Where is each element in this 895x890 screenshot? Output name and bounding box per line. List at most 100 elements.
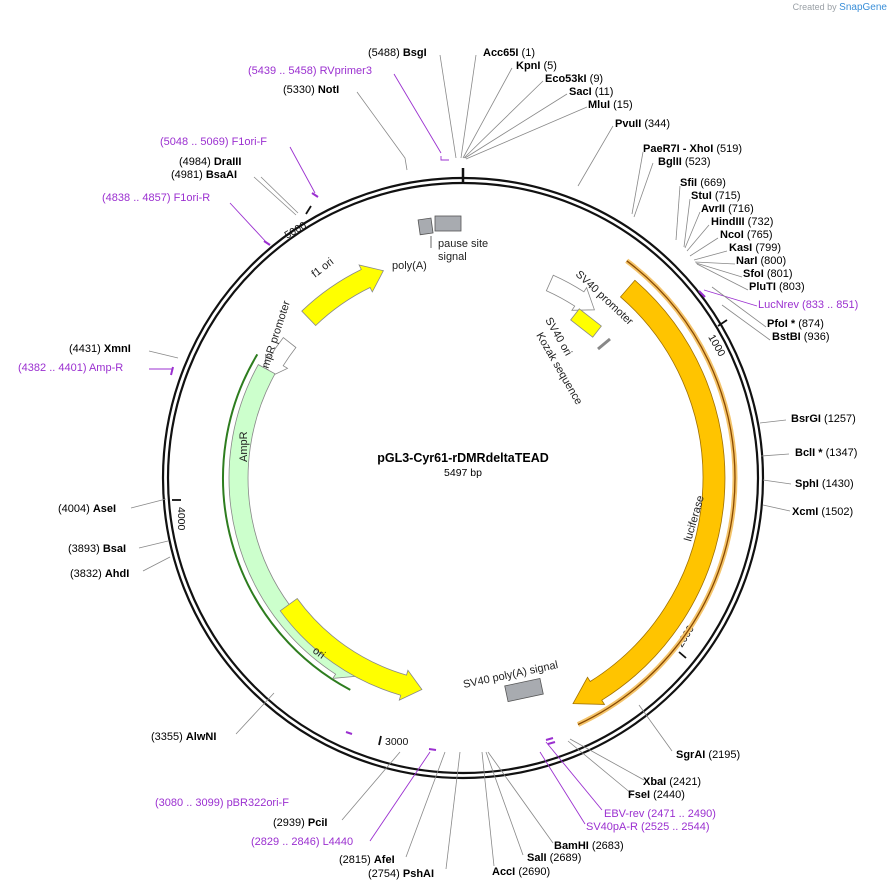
site-afei[interactable]: (2815) AfeI: [339, 854, 395, 866]
primer-mark-amp-r[interactable]: [170, 366, 174, 376]
feature-ori[interactable]: ori: [279, 597, 423, 701]
leader-afei: [405, 751, 446, 858]
leader-draiii: [260, 176, 299, 214]
leader-pfoi: [711, 286, 767, 328]
ori-arrow[interactable]: [279, 597, 423, 701]
site-bglii[interactable]: BglII (523): [658, 156, 711, 168]
site-ncoi[interactable]: NcoI (765): [720, 229, 773, 241]
leader-sali: [485, 751, 524, 856]
kozak-mark[interactable]: [597, 337, 611, 351]
primer-mark-lucnrev[interactable]: [698, 290, 706, 298]
tick-label-1000: 1000: [705, 333, 727, 359]
site-pshai[interactable]: (2754) PshAI: [368, 868, 434, 880]
site-noti[interactable]: (5330) NotI: [283, 84, 339, 96]
site-sphi[interactable]: SphI (1430): [795, 478, 854, 490]
site-acc65i[interactable]: Acc65I (1): [483, 47, 535, 59]
feature-pause-site[interactable]: poly(A) pause site signal: [392, 215, 488, 272]
site-bamhi[interactable]: BamHI (2683): [554, 840, 624, 852]
site-avrii[interactable]: AvrII (716): [701, 203, 754, 215]
luciferase-primer-line: [577, 260, 736, 726]
primer-l4440[interactable]: (2829 .. 2846) L4440: [251, 836, 353, 848]
leader-bstbi: [721, 304, 771, 341]
primer-lucnrev[interactable]: LucNrev (833 .. 851): [758, 299, 858, 311]
primer-mark-rvprimer3[interactable]: [440, 156, 449, 161]
site-fsei[interactable]: FseI (2440): [628, 789, 685, 801]
primer-pbr322ori-f[interactable]: (3080 .. 3099) pBR322ori-F: [155, 797, 289, 809]
site-ahdi[interactable]: (3832) AhdI: [70, 568, 129, 580]
leader-l4440: [369, 751, 431, 842]
pause-site-box[interactable]: [434, 215, 462, 232]
f1-ori-arrow[interactable]: [301, 264, 384, 327]
ampr-arrow[interactable]: [228, 364, 359, 679]
leader-hindiii: [686, 224, 710, 252]
leader-xbai: [569, 738, 645, 781]
primer-amp-r[interactable]: (4382 .. 4401) Amp-R: [18, 362, 123, 374]
site-alwni[interactable]: (3355) AlwNI: [151, 731, 216, 743]
sv40-ori-box[interactable]: [570, 308, 602, 338]
site-bsrgi[interactable]: BsrGI (1257): [791, 413, 856, 425]
ampr-promoter-arrow[interactable]: [264, 337, 297, 379]
luciferase-arrow[interactable]: [572, 279, 726, 705]
primer-mark-pbr322ori-f[interactable]: [345, 731, 353, 735]
site-asei[interactable]: (4004) AseI: [58, 503, 116, 515]
site-bstbi[interactable]: BstBI (936): [772, 331, 829, 343]
leader-pshai: [445, 751, 461, 870]
site-sfii[interactable]: SfiI (669): [680, 177, 726, 189]
leader-f1ori-f: [289, 146, 316, 194]
leader-lucnrev: [703, 289, 758, 307]
site-nari[interactable]: NarI (800): [736, 255, 786, 267]
primer-mark-sv40pa-r[interactable]: [547, 741, 556, 745]
site-paer7i-xhoi[interactable]: PaeR7I - XhoI (519): [643, 143, 742, 155]
leader-rvprimer3: [393, 73, 442, 154]
primer-f1ori-r[interactable]: (4838 .. 4857) F1ori-R: [102, 192, 210, 204]
feature-f1-ori[interactable]: f1 ori: [301, 256, 384, 327]
site-draiii[interactable]: (4984) DraIII: [179, 156, 241, 168]
leader-pcii: [341, 751, 401, 821]
site-xcmi[interactable]: XcmI (1502): [792, 506, 853, 518]
pause-site-label: pause site: [438, 238, 488, 250]
leader-fsei: [567, 740, 633, 795]
site-acci[interactable]: AccI (2690): [492, 866, 550, 878]
site-mlui[interactable]: MluI (15): [588, 99, 633, 111]
feature-kozak[interactable]: Kozak sequence: [533, 331, 611, 407]
sv40-polya-box[interactable]: [504, 677, 544, 703]
site-kpni[interactable]: KpnI (5): [516, 60, 557, 72]
site-stui[interactable]: StuI (715): [691, 190, 741, 202]
leader-saci: [464, 93, 568, 159]
site-sfoi[interactable]: SfoI (801): [743, 268, 793, 280]
site-eco53ki[interactable]: Eco53kI (9): [545, 73, 603, 85]
primer-f1ori-f[interactable]: (5048 .. 5069) F1ori-F: [160, 136, 267, 148]
site-bsai[interactable]: (3893) BsaI: [68, 543, 126, 555]
brand-name: SnapGene: [839, 2, 887, 13]
site-kasi[interactable]: KasI (799): [729, 242, 781, 254]
site-pfoi[interactable]: PfoI * (874): [767, 318, 824, 330]
leader-f1ori-r: [229, 202, 268, 244]
ampr-primer-line: [222, 353, 351, 691]
site-sali[interactable]: SalI (2689): [527, 852, 581, 864]
feature-sv40-polya[interactable]: SV40 poly(A) signal: [462, 659, 559, 703]
site-hindiii[interactable]: HindIII (732): [711, 216, 773, 228]
plasmid-size: 5497 bp: [444, 467, 482, 479]
primer-ebv-rev[interactable]: EBV-rev (2471 .. 2490): [604, 808, 716, 820]
site-saci[interactable]: SacI (11): [569, 86, 613, 98]
primer-sv40pa-r[interactable]: SV40pA-R (2525 .. 2544): [586, 821, 710, 833]
primer-mark-f1ori-f[interactable]: [311, 192, 319, 198]
site-xbai[interactable]: XbaI (2421): [643, 776, 701, 788]
site-pcii[interactable]: (2939) PciI: [273, 817, 327, 829]
primer-mark-ebv-rev[interactable]: [545, 737, 554, 741]
site-bcli[interactable]: BclI * (1347): [795, 447, 857, 459]
primer-rvprimer3[interactable]: (5439 .. 5458) RVprimer3: [248, 65, 372, 77]
site-sgrai[interactable]: SgrAI (2195): [676, 749, 740, 761]
primer-mark-l4440[interactable]: [428, 748, 437, 751]
site-pluti[interactable]: PluTI (803): [749, 281, 805, 293]
sv40-promoter-arrow[interactable]: [545, 274, 595, 311]
polya-label: poly(A): [392, 260, 427, 272]
site-xmni[interactable]: (4431) XmnI: [69, 343, 131, 355]
leader-bsgi: [439, 54, 457, 159]
site-bsgi[interactable]: (5488) BsgI: [368, 47, 427, 59]
site-pvuii[interactable]: PvuII (344): [615, 118, 670, 130]
site-bsaai[interactable]: (4981) BsaAI: [171, 169, 237, 181]
polya-box[interactable]: [417, 217, 434, 236]
feature-ampr-promoter[interactable]: AmpR promoter: [257, 299, 297, 379]
